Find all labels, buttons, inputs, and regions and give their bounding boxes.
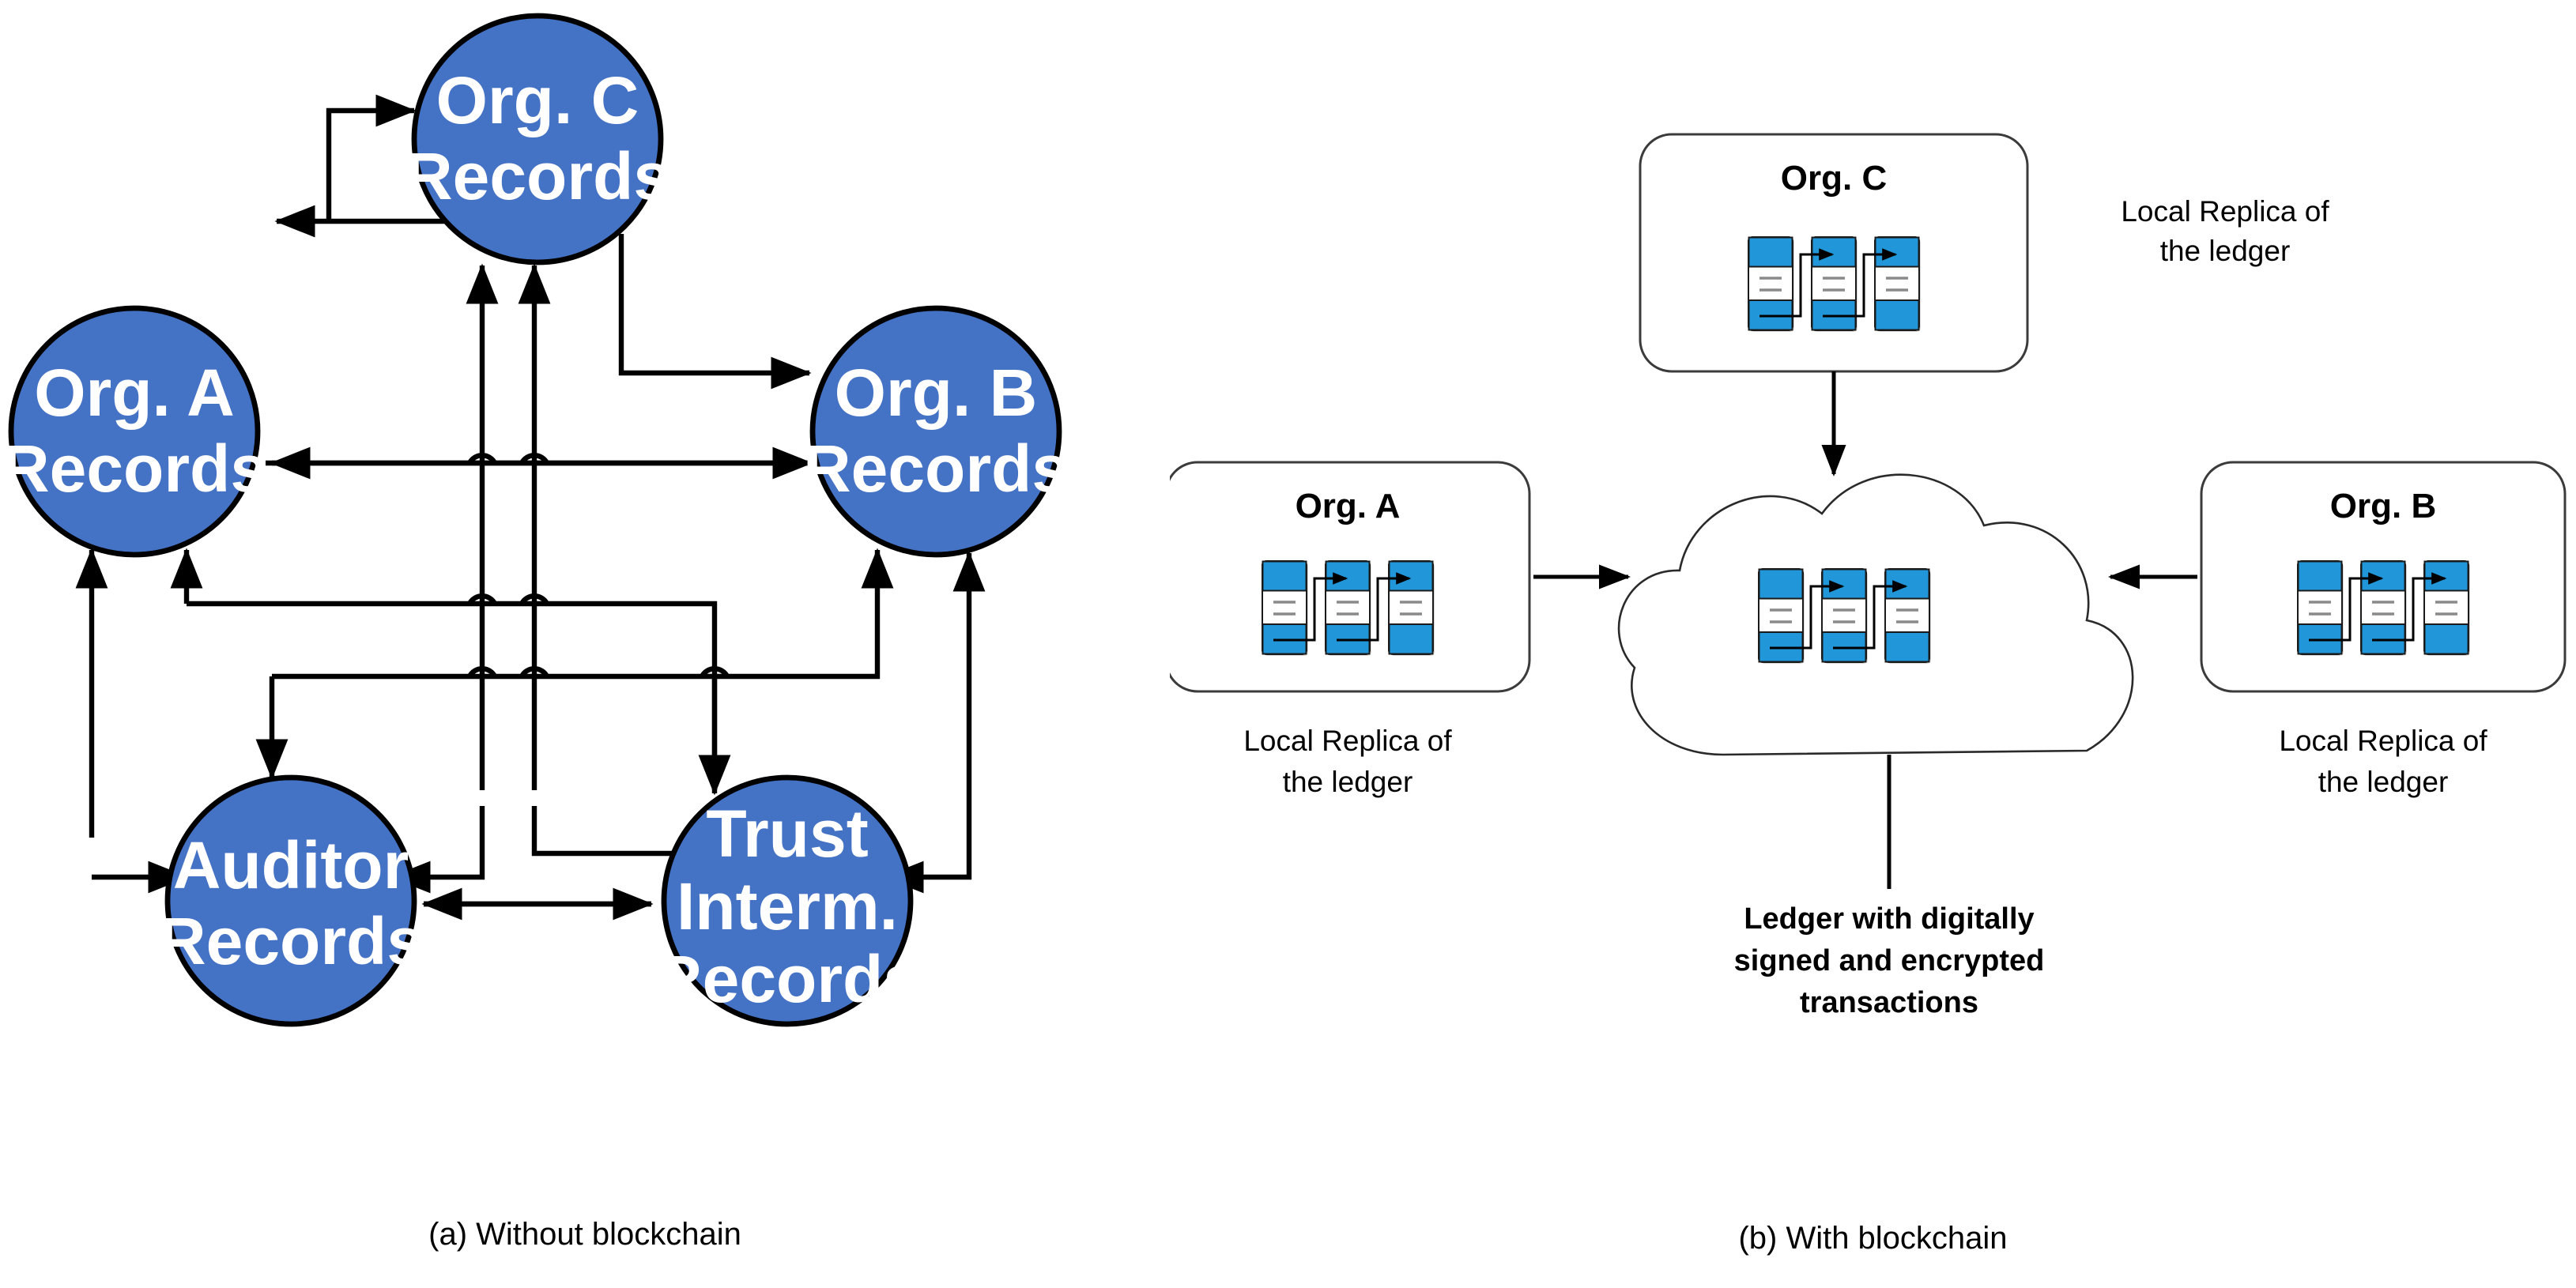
org-b-replica-label: Local Replica of the ledger xyxy=(2279,725,2487,798)
diagram-with-blockchain: Org. C Local Replica of the ledger xyxy=(1170,133,2567,1019)
cloud-ledger-label: Ledger with digitally signed and encrypt… xyxy=(1734,902,2045,1019)
org-a-blockchain-icon xyxy=(1262,561,1435,656)
edge-right-trunk-to-auditor xyxy=(390,806,485,894)
edge-a-to-c xyxy=(326,94,417,221)
org-a-title: Org. A xyxy=(1296,487,1401,525)
org-c-blockchain-icon xyxy=(1748,237,1921,332)
node-trust-intermediary[interactable]: Trust Interm. Records xyxy=(654,774,920,1027)
node-org-a[interactable]: Org. A Records xyxy=(2,305,267,558)
diagram-without-blockchain: Org. C Records Org. A Records Org. B Rec… xyxy=(2,13,1069,1027)
org-b-blockchain-icon xyxy=(2298,561,2470,656)
org-b-title: Org. B xyxy=(2330,487,2436,525)
org-a-replica-line1: Local Replica of xyxy=(1243,725,1452,757)
panel-with-blockchain: Org. C Local Replica of the ledger xyxy=(1170,0,2576,1288)
node-org-b-line1: Org. B xyxy=(835,356,1038,430)
org-b-replica-line2: the ledger xyxy=(2318,766,2449,798)
cloud-ledger[interactable] xyxy=(1617,473,2134,756)
node-auditor[interactable]: Auditor Records xyxy=(158,774,424,1027)
org-b-box[interactable]: Org. B xyxy=(2200,461,2567,693)
edge-c-to-b xyxy=(618,234,812,390)
edge-bus2-to-b xyxy=(272,548,894,680)
ledger-label-line3: transactions xyxy=(1800,986,1978,1019)
edge-far-right-to-trust xyxy=(883,838,972,894)
wire-hops xyxy=(467,453,730,678)
org-a-box[interactable]: Org. A xyxy=(1170,461,1531,693)
cloud-blockchain-icon xyxy=(1759,569,1931,664)
org-c-replica-line2: the ledger xyxy=(2160,235,2291,267)
edge-left-trunk-to-trust xyxy=(531,806,722,870)
org-b-replica-line1: Local Replica of xyxy=(2279,725,2487,757)
node-org-a-line2: Records xyxy=(2,431,267,506)
node-trust-line1: Trust xyxy=(706,797,868,871)
panel-without-blockchain: Org. C Records Org. A Records Org. B Rec… xyxy=(0,0,1170,1288)
node-trust-line3: Records xyxy=(654,942,920,1016)
org-c-replica-label: Local Replica of the ledger xyxy=(2121,195,2329,267)
node-org-c-line2: Records xyxy=(405,139,670,213)
node-org-b[interactable]: Org. B Records xyxy=(803,305,1069,558)
org-a-replica-label: Local Replica of the ledger xyxy=(1243,725,1452,798)
node-org-b-line2: Records xyxy=(803,431,1069,506)
node-auditor-line2: Records xyxy=(158,904,424,978)
ledger-label-line1: Ledger with digitally xyxy=(1744,902,2034,936)
org-c-box[interactable]: Org. C xyxy=(1639,133,2029,373)
edge-bus1 xyxy=(187,601,718,790)
org-a-replica-line2: the ledger xyxy=(1283,766,1413,798)
ledger-label-line2: signed and encrypted xyxy=(1734,944,2045,977)
nodes-group: Org. C Records Org. A Records Org. B Rec… xyxy=(2,13,1069,1027)
node-trust-line2: Interm. xyxy=(677,869,898,943)
node-auditor-line1: Auditor xyxy=(173,828,409,902)
edges-group xyxy=(75,94,986,921)
node-org-a-line1: Org. A xyxy=(34,356,235,430)
org-c-replica-line1: Local Replica of xyxy=(2121,195,2329,228)
node-org-c-line1: Org. C xyxy=(436,63,639,137)
node-org-c[interactable]: Org. C Records xyxy=(405,13,670,266)
caption-panel-a: (a) Without blockchain xyxy=(428,1217,741,1252)
caption-panel-b: (b) With blockchain xyxy=(1738,1221,2008,1256)
org-c-title: Org. C xyxy=(1781,159,1887,198)
